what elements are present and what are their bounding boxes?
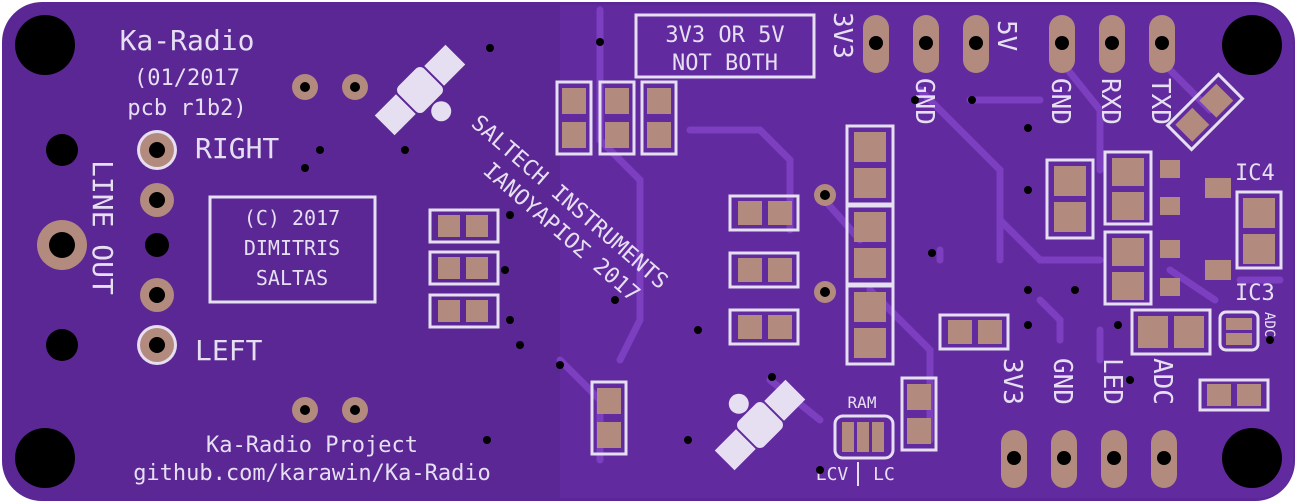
mount-hole xyxy=(1222,428,1282,488)
mounting-holes xyxy=(15,15,1282,488)
power-note-line: NOT BOTH xyxy=(672,51,778,76)
adc-small-label: ADC xyxy=(1261,312,1277,337)
audio-jack-hole xyxy=(49,232,75,258)
ic3-label: IC3 xyxy=(1235,281,1275,306)
pin-label-3v3: 3V3 xyxy=(827,12,857,59)
ram-label: RAM xyxy=(848,393,877,412)
satellite-icon xyxy=(374,44,466,136)
copyright-box xyxy=(208,195,377,304)
mount-hole xyxy=(15,428,75,488)
smd-pads-mid xyxy=(728,194,800,346)
ram-lc-label: LC xyxy=(873,464,895,485)
pin-label-txd: TXD xyxy=(1145,78,1175,125)
copyright-line: (C) 2017 xyxy=(244,206,340,230)
copyright-line: SALTAS xyxy=(256,266,328,290)
pin-label-gnd: GND xyxy=(1047,358,1077,405)
smd-pads xyxy=(428,208,500,329)
round-pads xyxy=(292,74,836,423)
large-caps xyxy=(845,124,895,366)
power-note-box xyxy=(634,13,816,79)
bottom-header xyxy=(1001,430,1177,488)
mount-hole xyxy=(1222,15,1282,75)
satellite-icon xyxy=(714,379,806,471)
pin-label-led: LED xyxy=(1097,358,1127,405)
power-note-line: 3V3 OR 5V xyxy=(665,23,784,48)
right-label: RIGHT xyxy=(195,132,279,165)
board-date: (01/2017 xyxy=(134,66,240,91)
board-revision: pcb r1b2) xyxy=(127,96,246,121)
copyright-line: DIMITRIS xyxy=(244,236,340,260)
hole xyxy=(46,329,78,361)
board-title: Ka-Radio xyxy=(120,24,255,57)
pin-label-5v: 5V xyxy=(991,20,1021,51)
pin-label-3v3: 3V3 xyxy=(997,358,1027,405)
hole xyxy=(46,134,78,166)
pin-label-adc: ADC xyxy=(1147,358,1177,405)
line-out-label: LINE OUT xyxy=(86,160,119,295)
footer-project: Ka-Radio Project xyxy=(206,433,418,458)
top-header xyxy=(863,15,1175,73)
hole xyxy=(145,233,169,257)
pin-label-rxd: RXD xyxy=(1095,78,1125,125)
vias xyxy=(301,38,1274,474)
ram-jumper-box xyxy=(833,414,895,460)
audio-pads xyxy=(137,130,177,365)
smd-pads-top xyxy=(555,80,678,156)
footer-url: github.com/karawin/Ka-Radio xyxy=(133,461,491,486)
pin-label-gnd: GND xyxy=(1045,78,1075,125)
mount-hole xyxy=(15,15,75,75)
ic4-label: IC4 xyxy=(1235,161,1275,186)
left-label: LEFT xyxy=(195,334,263,367)
